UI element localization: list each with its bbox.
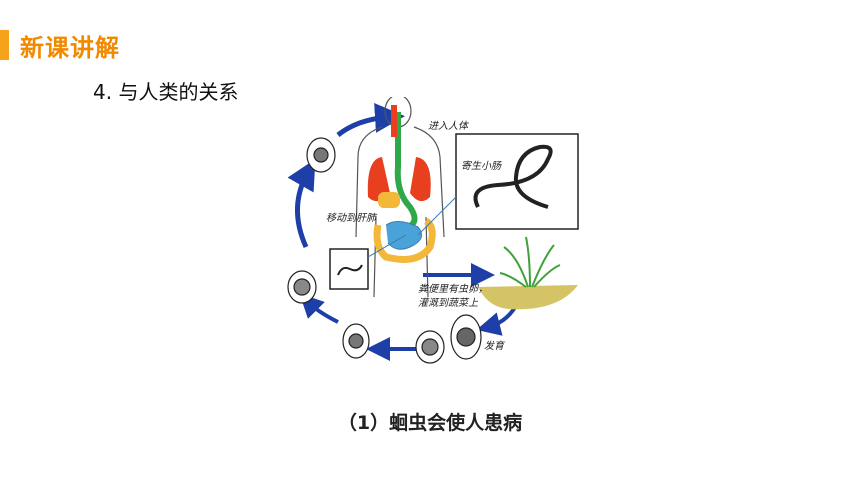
adult-worm-inset [455, 133, 579, 230]
worm-pointer [417, 196, 457, 236]
small-intestine [385, 221, 423, 250]
label-develop: 发育 [484, 341, 504, 352]
cycle-arrow-bottom-left [299, 293, 339, 324]
cycle-arrow-top [336, 102, 405, 137]
lungs [367, 157, 431, 202]
lifecycle-illustration [287, 97, 579, 364]
vegetable-plant [499, 236, 561, 288]
larva-pointer [367, 234, 407, 258]
egg-stage-3 [342, 323, 370, 359]
subtitle: 4. 与人类的关系 [93, 80, 239, 104]
soil [478, 285, 578, 310]
accent-bar [0, 30, 9, 60]
section-title: 新课讲解 [20, 34, 120, 62]
label-parasite-small-intestine: 寄生小肠 [461, 161, 501, 172]
egg-stage-4 [415, 330, 445, 364]
digestive-tract [394, 112, 418, 230]
large-intestine [373, 218, 436, 263]
cycle-arrow-left [287, 158, 316, 249]
roundworm-lifecycle-figure: 进入人体 寄生小肠 移动到肝肺 粪便里有虫卵， 灌溉到蔬菜上 发育 [278, 97, 583, 369]
figure-caption: （1）蛔虫会使人患病 [337, 412, 523, 434]
label-enter-body: 进入人体 [428, 121, 468, 132]
egg-stage-5 [450, 314, 482, 360]
egg-stage-2 [287, 270, 317, 304]
adult-worm [473, 144, 553, 209]
label-eggs-in-feces: 粪便里有虫卵， [418, 284, 488, 295]
larva-inset [329, 248, 369, 290]
egg-stage-1 [306, 137, 336, 173]
liver [378, 192, 400, 208]
label-irrigated-vegetables: 灌溉到蔬菜上 [418, 298, 478, 309]
label-migrate-liver-lung: 移动到肝肺 [326, 213, 376, 224]
larva [337, 264, 363, 276]
